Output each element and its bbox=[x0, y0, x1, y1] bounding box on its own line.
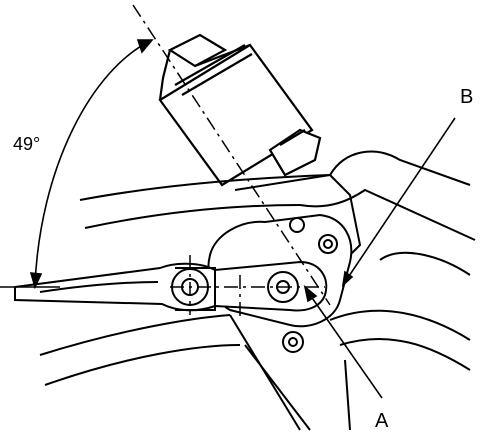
body-panel bbox=[39, 150, 476, 431]
angle-dimension bbox=[0, 39, 154, 290]
leader-lines bbox=[303, 117, 456, 399]
callout-b: B bbox=[460, 86, 473, 108]
linkage-arm bbox=[14, 260, 328, 312]
center-lines bbox=[132, 4, 331, 320]
wiper-motor bbox=[158, 33, 322, 187]
angle-label: 49° bbox=[13, 134, 40, 154]
callout-a: A bbox=[375, 410, 389, 432]
